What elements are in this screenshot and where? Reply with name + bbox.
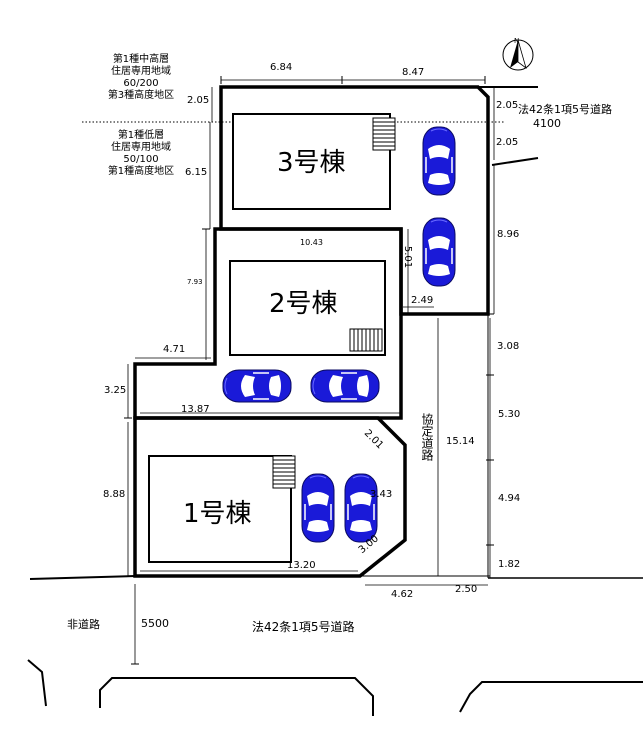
dim-right-530: 5.30: [498, 409, 521, 420]
zoning-lower: 第1種低層 住居専用地域 50/100 第1種高度地区: [92, 130, 190, 178]
stairs-icon: [372, 117, 396, 151]
dim-top-right: 8.47: [402, 67, 425, 78]
dim-bot-462: 4.62: [391, 589, 414, 600]
car-icon: [222, 369, 292, 403]
building-1-label: 1号棟: [183, 499, 252, 529]
dim-left-325: 3.25: [104, 385, 127, 396]
car-icon: [301, 473, 335, 543]
zoning-line: 第1種高度地区: [107, 166, 175, 177]
svg-text:N: N: [514, 37, 519, 45]
dim-right-308: 3.08: [497, 341, 520, 352]
stairs-icon: [272, 455, 296, 489]
building-2-label: 2号棟: [269, 289, 338, 319]
dim-left-615: 6.15: [185, 167, 208, 178]
north-arrow-icon: N: [502, 37, 534, 71]
dim-agree-1514: 15.14: [446, 436, 475, 447]
dim-right-205b: 2.05: [496, 137, 519, 148]
dim-left-888: 8.88: [103, 489, 126, 500]
agreement-road-text: 協定道路: [420, 413, 434, 461]
building-3: [232, 113, 391, 210]
dim-left-471: 4.71: [163, 344, 186, 355]
zoning-line: 第3種高度地区: [107, 90, 175, 101]
dim-left-793: 7.93: [187, 278, 203, 286]
zoning-line: 住居専用地域: [111, 66, 171, 77]
dim-right-205a: 2.05: [496, 100, 519, 111]
south-road-width: 5500: [141, 617, 169, 630]
south-road-label: 法42条1項5号道路: [252, 620, 355, 634]
east-road-width: 4100: [533, 117, 561, 130]
stairs-icon: [349, 328, 383, 352]
zoning-line: 住居専用地域: [111, 142, 171, 153]
dim-top-left: 6.84: [270, 62, 293, 73]
dim-diag-343: 3.43: [370, 489, 393, 500]
zoning-line: 60/200: [123, 78, 159, 89]
east-road-label: 法42条1項5号道路: [518, 103, 612, 116]
non-road-label: 非道路: [67, 618, 100, 631]
dim-right-896: 8.96: [497, 229, 520, 240]
dim-bot-250: 2.50: [455, 584, 478, 595]
dim-mid-249: 2.49: [411, 295, 434, 306]
dim-right-182: 1.82: [498, 559, 521, 570]
agreement-road-label: 協定道路: [419, 413, 434, 465]
zoning-line: 第1種低層: [117, 130, 165, 141]
dim-bot-1320: 13.20: [287, 560, 316, 571]
dim-left-205: 2.05: [187, 95, 210, 106]
car-icon: [422, 217, 456, 287]
car-icon: [422, 126, 456, 196]
car-icon: [344, 473, 378, 543]
building-1: [148, 455, 292, 563]
lot-2-boundary: [133, 227, 403, 420]
dim-mid-1387: 13.87: [181, 404, 210, 415]
building-3-label: 3号棟: [277, 148, 346, 178]
dim-mid-501: 5.01: [402, 245, 414, 269]
car-icon: [310, 369, 380, 403]
zoning-upper: 第1種中高層 住居専用地域 60/200 第3種高度地区: [92, 54, 190, 102]
dim-mid-1043: 10.43: [300, 238, 323, 247]
zoning-line: 50/100: [123, 154, 159, 165]
zoning-line: 第1種中高層: [112, 54, 170, 65]
dim-right-494: 4.94: [498, 493, 521, 504]
